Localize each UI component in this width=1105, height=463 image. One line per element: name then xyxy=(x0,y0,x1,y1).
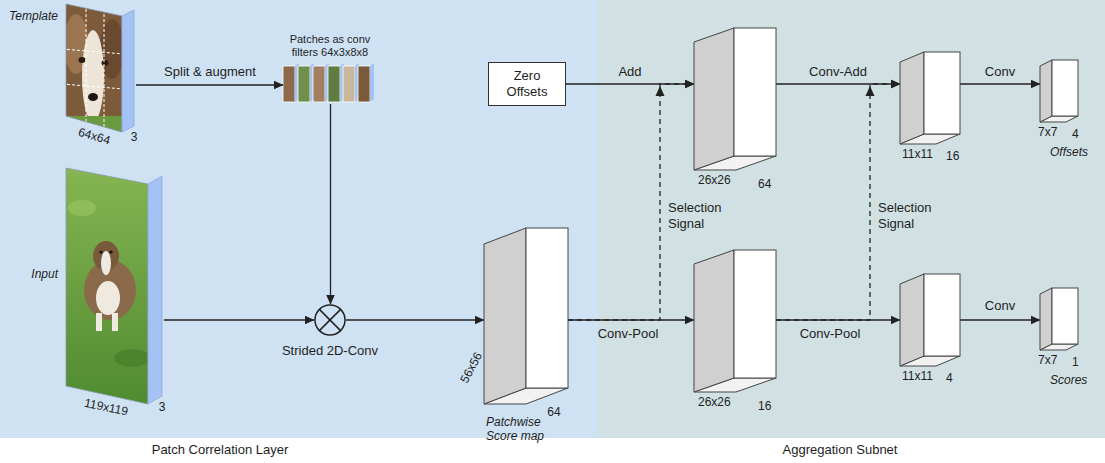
filter-patches xyxy=(283,63,374,102)
cube-outline xyxy=(1040,288,1079,351)
operator-cross xyxy=(319,309,340,330)
edge-label: Conv-Pool xyxy=(598,326,659,342)
flow-arrow xyxy=(960,83,1040,84)
output-cube: 7x71Scores xyxy=(1040,288,1078,350)
conv-operator: Strided 2D-Conv xyxy=(314,304,346,336)
template-picture xyxy=(62,4,136,146)
feature-cube: 11x114 xyxy=(900,274,960,366)
offset-box: Zero Offsets xyxy=(488,62,566,106)
edge-label: Selection Signal xyxy=(878,200,942,231)
cube-face xyxy=(924,52,960,134)
input-picture xyxy=(62,168,164,408)
edge-label: Conv-Add xyxy=(809,64,867,80)
node-label: 16 xyxy=(946,150,959,164)
node-label: 1 xyxy=(1072,356,1079,370)
flow-arrow xyxy=(776,83,900,84)
node-label: 7x7 xyxy=(1038,126,1057,140)
node-label: 11x11 xyxy=(902,370,933,384)
flow-arrow xyxy=(346,319,484,320)
flow-arrow xyxy=(330,104,331,304)
cube-face xyxy=(1052,288,1078,344)
cube-face xyxy=(1040,60,1052,122)
flow-arrow xyxy=(136,84,283,85)
cube-face xyxy=(1052,60,1078,116)
node-label: 3 xyxy=(131,131,138,145)
node-label: 3 xyxy=(159,401,166,415)
cube-outline xyxy=(1040,60,1079,123)
section-label: Aggregation Subnet xyxy=(783,442,898,458)
edge-label: Conv xyxy=(985,64,1015,80)
flow-arrow xyxy=(164,319,314,320)
node-label: 64 xyxy=(547,406,560,420)
filter-stack: Patches as conv filters 64x3x8x8 xyxy=(283,62,378,104)
flow-arrow xyxy=(960,319,1040,320)
cube-outline xyxy=(900,274,961,367)
operator-cross xyxy=(319,309,340,330)
node-label: Input xyxy=(31,268,58,282)
cube-face xyxy=(526,228,568,388)
node-label: 16 xyxy=(758,400,771,414)
output-cube: 7x74Offsets xyxy=(1040,60,1078,122)
operator-outline xyxy=(314,304,346,336)
edge-label: Add xyxy=(618,64,641,80)
cube-face xyxy=(734,28,776,156)
node-label: Scores xyxy=(1050,374,1087,388)
panel-right xyxy=(598,0,1105,438)
node-label: Patches as conv filters 64x3x8x8 xyxy=(282,33,378,58)
feature-cube: 26x2616 xyxy=(694,250,776,392)
cube-face xyxy=(900,52,924,144)
cube-outline xyxy=(694,28,777,171)
node-label: Zero Offsets xyxy=(495,68,559,99)
node-label: 26x26 xyxy=(698,396,731,410)
cube-face xyxy=(694,250,734,392)
cube-face xyxy=(924,274,960,356)
node-label: 26x26 xyxy=(698,174,731,188)
section-label: Patch Correlation Layer xyxy=(152,442,289,458)
panel-left xyxy=(0,0,598,438)
node-label: 11x11 xyxy=(902,148,933,162)
feature-cube: 56x5664Patchwise Score map xyxy=(484,228,568,404)
edge-label: Selection Signal xyxy=(668,200,732,231)
cube-face xyxy=(734,250,776,378)
edge-label: Conv xyxy=(985,298,1015,314)
feature-cube: 26x2664 xyxy=(694,28,776,170)
cube-face xyxy=(694,28,734,170)
edge-label: Conv-Pool xyxy=(800,326,861,342)
node-label: Offsets xyxy=(1050,146,1088,160)
cube-face xyxy=(900,274,924,366)
feature-cube: 11x1116 xyxy=(900,52,960,144)
cube-face xyxy=(1040,288,1052,350)
image-slab: Template64x643 xyxy=(62,4,136,142)
node-label: Template xyxy=(9,10,58,24)
node-label: Strided 2D-Conv xyxy=(282,344,378,359)
node-label: 4 xyxy=(946,372,953,386)
operator-circle xyxy=(315,305,345,335)
cube-outline xyxy=(484,228,569,405)
cube-outline xyxy=(694,250,777,393)
edge-label: Split & augment xyxy=(164,64,256,80)
node-label: Patchwise Score map xyxy=(486,416,550,444)
node-label: 64 xyxy=(758,178,771,192)
node-label: 7x7 xyxy=(1038,354,1057,368)
image-slab: Input119x1193 xyxy=(62,168,164,408)
cube-face xyxy=(484,228,526,404)
cube-outline xyxy=(900,52,961,145)
node-label: 4 xyxy=(1072,128,1079,142)
